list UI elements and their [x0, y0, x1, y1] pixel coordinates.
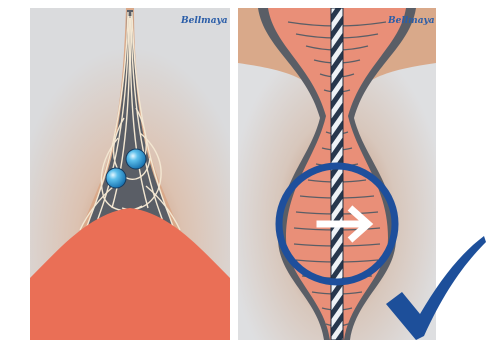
blue-sphere-upper	[126, 149, 146, 169]
blue-sphere-lower	[106, 168, 126, 188]
left-illustration-panel: Bellmaya	[30, 8, 230, 340]
left-tissue-illustration	[30, 8, 230, 340]
check-icon	[380, 232, 488, 344]
brand-logo-left: Bellmaya	[181, 16, 228, 26]
brand-logo-right: Bellmaya	[388, 16, 435, 26]
twisted-thread	[331, 8, 343, 340]
